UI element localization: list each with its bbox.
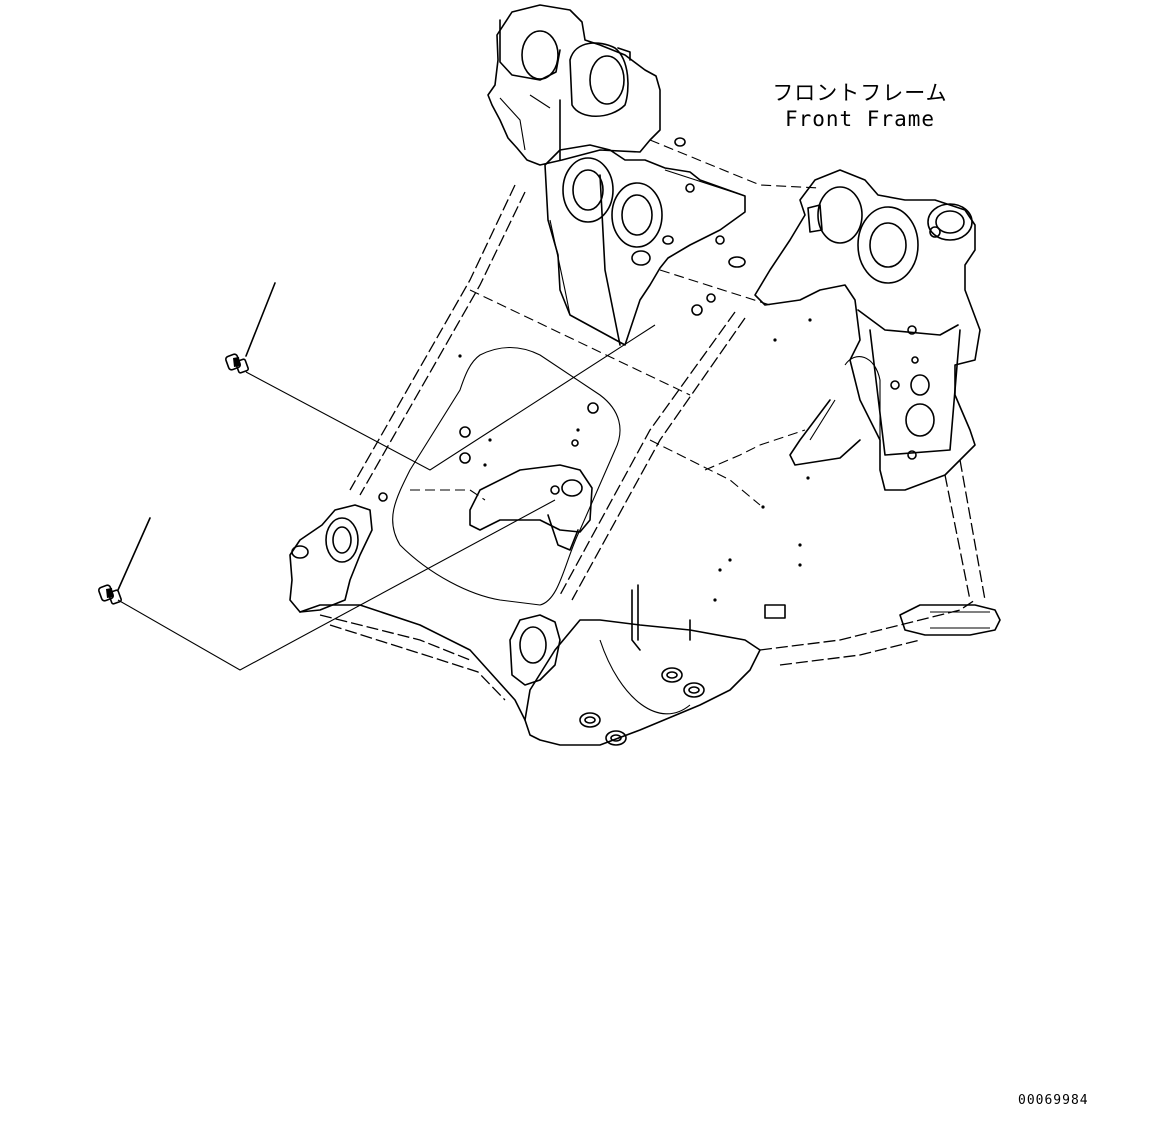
upper-left-mount	[487, 4, 661, 166]
document-number: 00069984	[1018, 1093, 1089, 1108]
front-frame-label: フロントフレーム Front Frame	[760, 80, 960, 132]
bolt-lower	[98, 499, 556, 671]
main-frame	[289, 139, 1001, 746]
label-japanese: フロントフレーム	[772, 81, 948, 105]
upper-middle-bosses	[544, 137, 746, 346]
upper-right-mount	[754, 169, 981, 491]
bolt-upper	[225, 282, 656, 471]
label-english: Front Frame	[784, 107, 936, 131]
